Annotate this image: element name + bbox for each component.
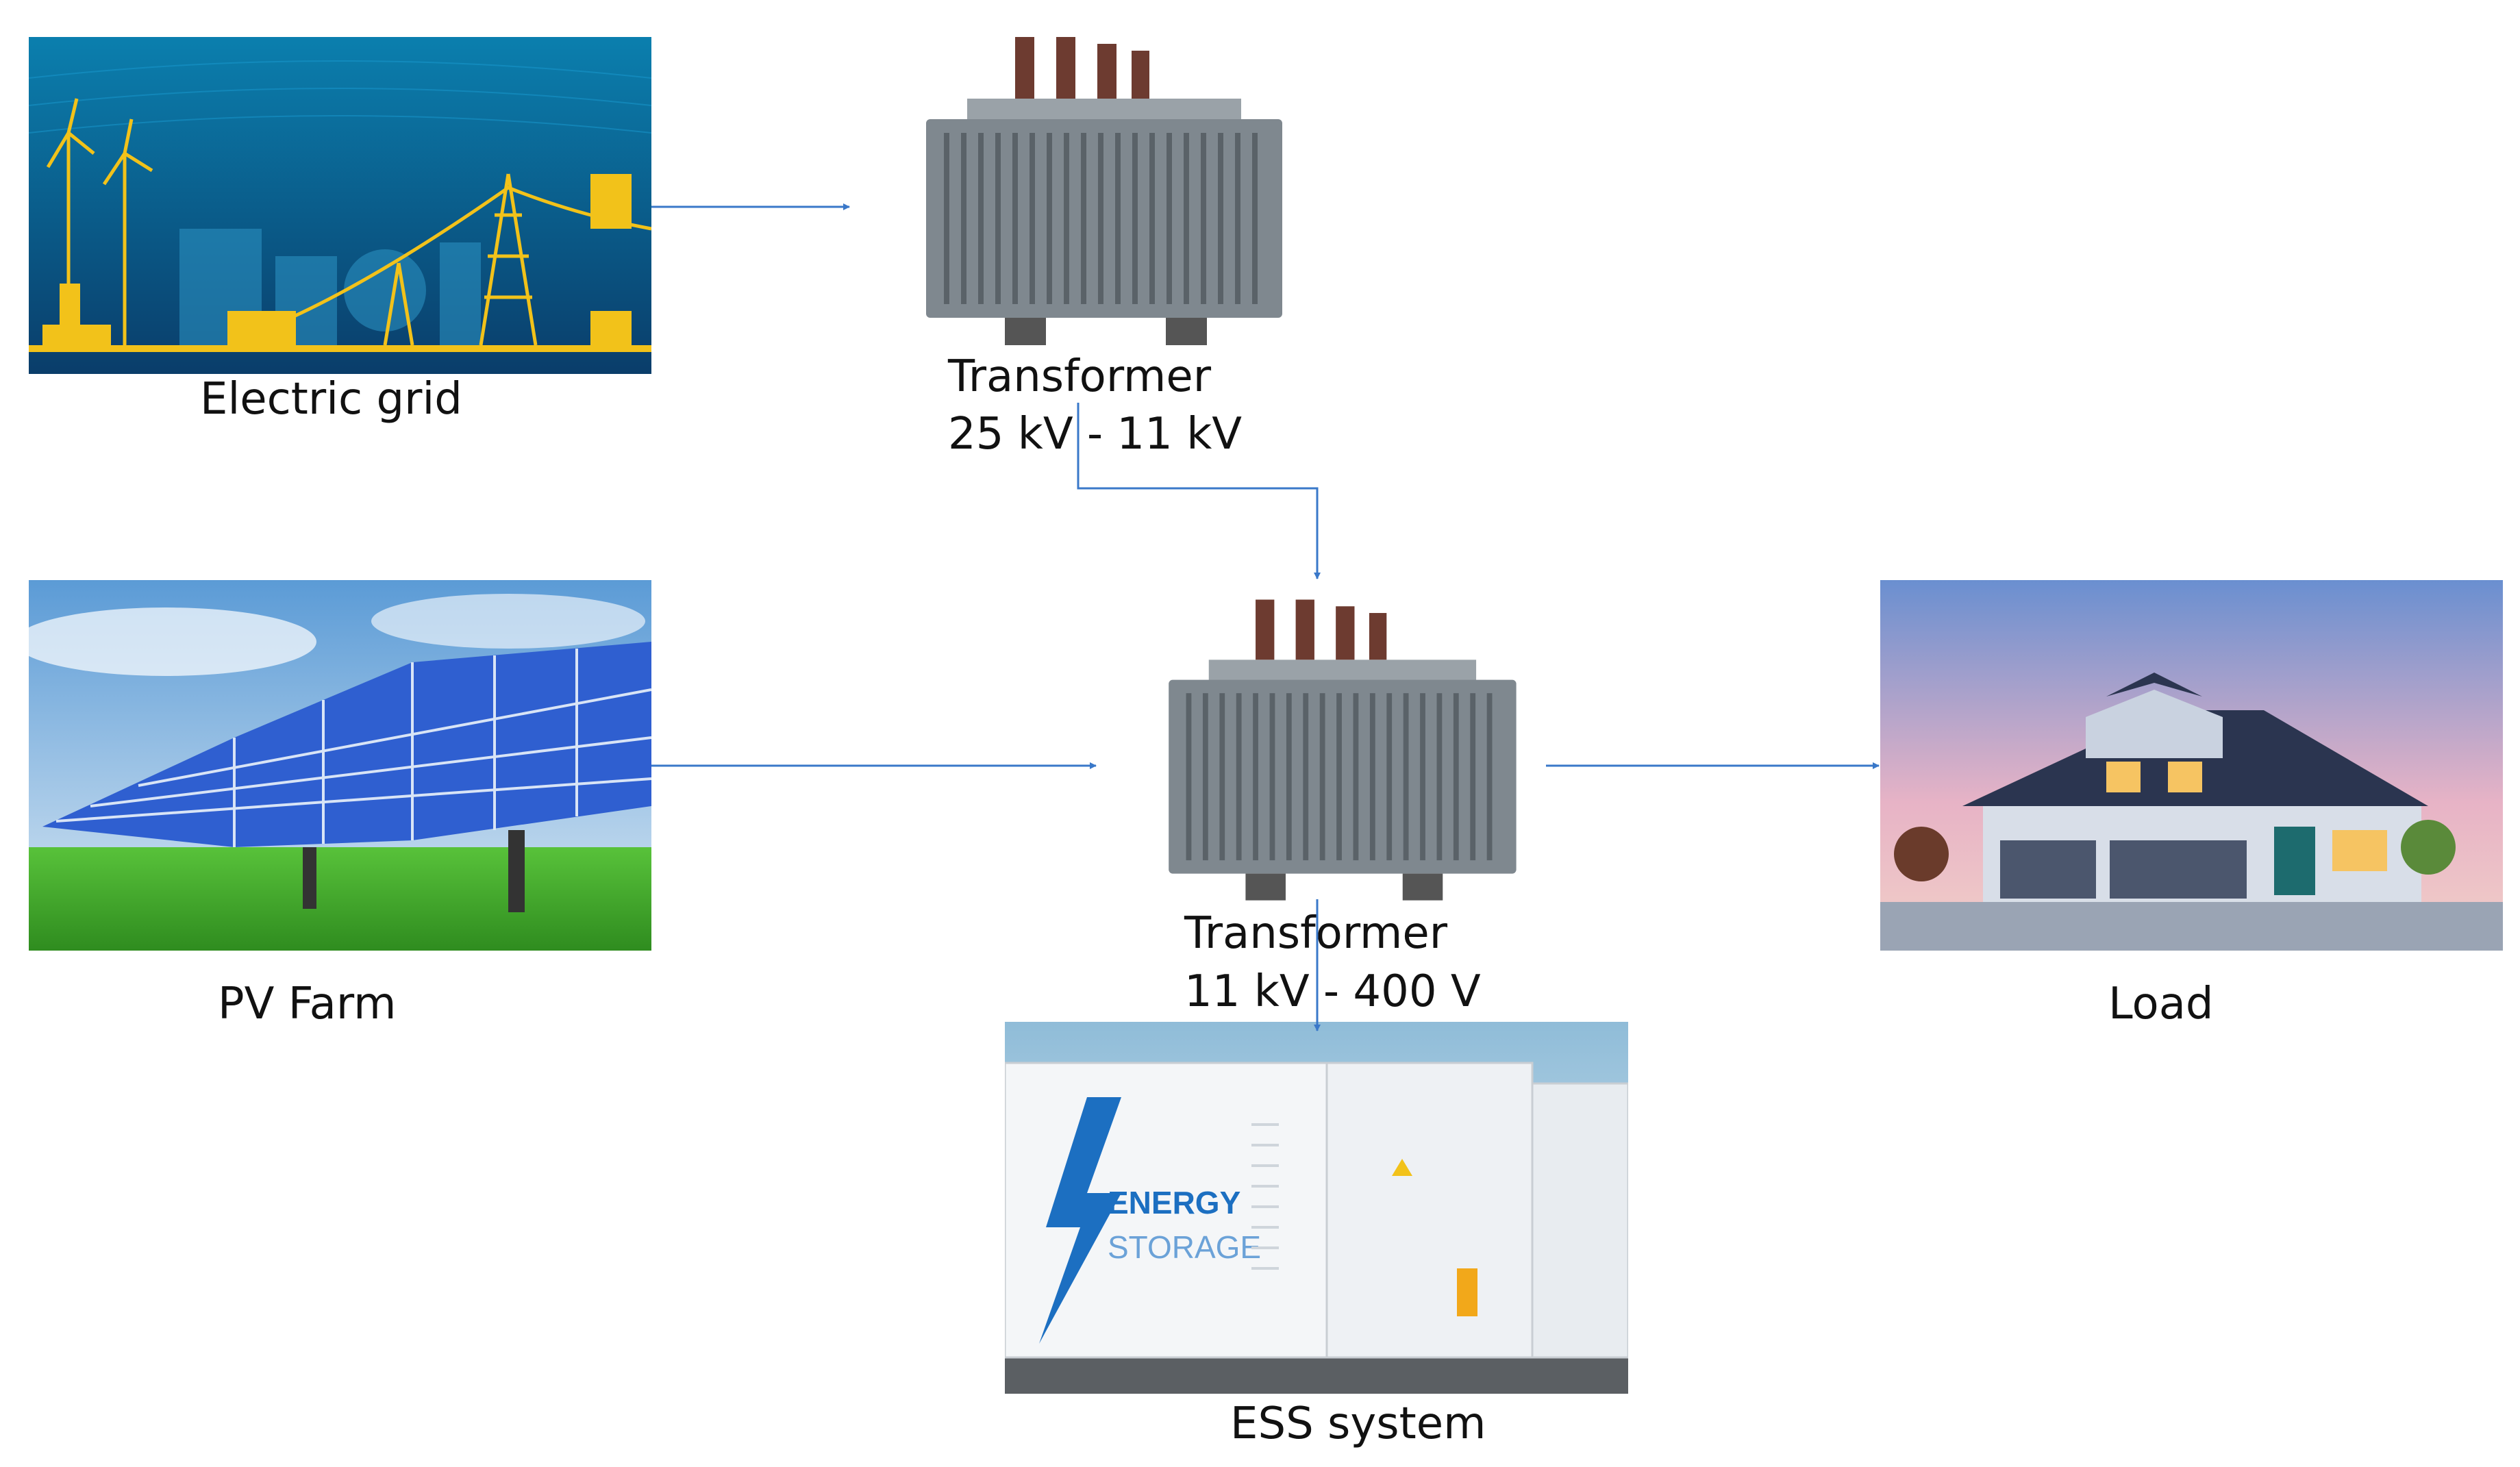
pv-farm-label: PV Farm (218, 979, 397, 1029)
transformer-photo-icon (851, 23, 1296, 363)
electric-grid-illustration-icon (29, 37, 651, 374)
load-label: Load (2108, 979, 2214, 1029)
transformer-2-rating: 11 kV - 400 V (1184, 966, 1481, 1017)
house-photo-icon (1880, 580, 2503, 951)
transformer-2-title: Transformer (1184, 908, 1448, 959)
solar-panel-photo-icon (29, 580, 651, 951)
electric-grid-label: Electric grid (200, 374, 462, 425)
ess-system-label: ESS system (1230, 1399, 1486, 1449)
transformer-photo-icon (1090, 586, 1535, 918)
transformer-1-title: Transformer (948, 351, 1212, 402)
battery-container-photo-icon: ENERGY STORAGE (1005, 1022, 1628, 1394)
transformer-1-rating: 25 kV - 11 kV (948, 409, 1243, 460)
ess-container-text-1: ENERGY (1108, 1185, 1240, 1220)
ess-container-text-2: STORAGE (1108, 1229, 1261, 1265)
